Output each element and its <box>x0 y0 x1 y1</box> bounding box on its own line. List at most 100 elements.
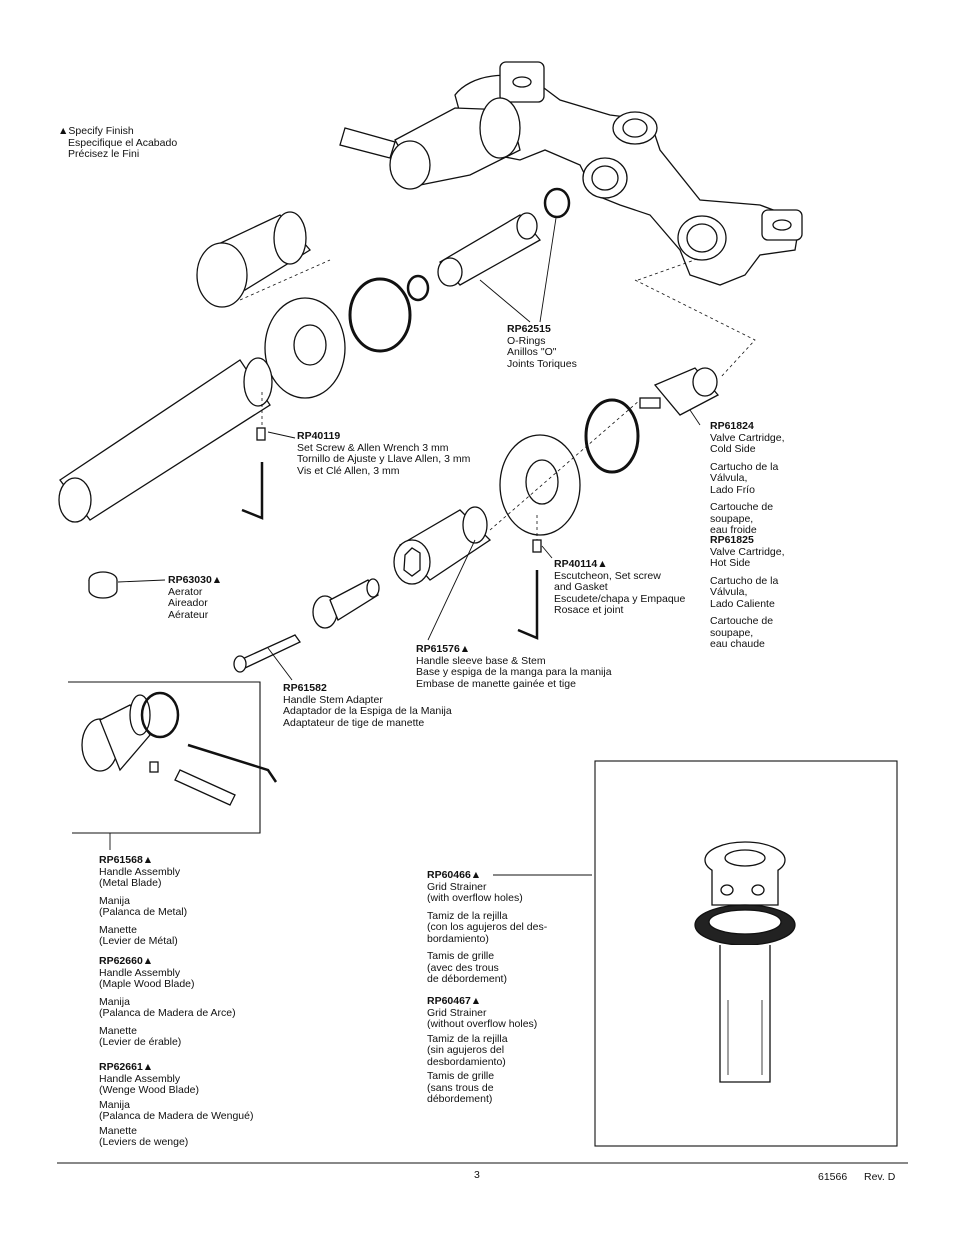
part-rp62660: RP62660▲ Handle Assembly (Maple Wood Bla… <box>99 955 236 1049</box>
part-rp40114: RP40114▲ Escutcheon, Set screw and Gaske… <box>554 558 686 617</box>
part-desc: Válvula, <box>710 586 748 598</box>
part-desc: Handle Assembly <box>99 966 181 979</box>
part-desc: Cartouche de <box>710 501 774 513</box>
part-desc: Anillos "O" <box>507 346 557 358</box>
legend-line: ▲Specify Finish <box>58 125 134 137</box>
leader-lines <box>109 217 701 876</box>
rough-in-valve-body <box>454 61 803 286</box>
part-desc: (sin agujeros del <box>427 1044 505 1056</box>
part-code: RP62515 <box>507 323 551 335</box>
part-desc: (with overflow holes) <box>427 892 523 904</box>
alignment-lines <box>239 257 756 540</box>
part-desc: Manette <box>99 1124 137 1137</box>
part-code: RP61568▲ <box>99 854 154 866</box>
part-rp60467: RP60467▲ Grid Strainer (without overflow… <box>427 995 538 1106</box>
part-desc: Manija <box>99 894 130 907</box>
part-desc: Handle Assembly <box>99 1072 181 1085</box>
part-desc: Adaptador de la Espiga de la Manija <box>283 705 452 717</box>
part-desc: Valve Cartridge, <box>710 545 785 558</box>
drain-strainer-illustration <box>694 841 796 1083</box>
part-desc: Handle Stem Adapter <box>283 693 383 706</box>
part-desc: (Leviers de wenge) <box>99 1136 189 1148</box>
handle-stem-adapter <box>233 634 301 673</box>
finish-legend: ▲Specify Finish Especifique el Acabado P… <box>58 125 178 161</box>
part-desc: Tornillo de Ajuste y Llave Allen, 3 mm <box>297 453 471 465</box>
part-code: RP62661▲ <box>99 1061 154 1073</box>
part-desc: Valve Cartridge, <box>710 431 785 444</box>
part-code: RP61582 <box>283 682 327 694</box>
part-desc: Cartucho de la <box>710 460 779 473</box>
o-ring-small <box>406 274 430 302</box>
handle-sleeve <box>393 506 492 585</box>
part-code: RP62660▲ <box>99 955 154 967</box>
part-desc: (without overflow holes) <box>427 1018 538 1030</box>
escutcheon-gasket <box>584 398 640 474</box>
handle-stem <box>312 578 380 629</box>
set-screw-upper <box>256 427 266 441</box>
part-desc: Manette <box>99 1024 137 1037</box>
part-desc: Grid Strainer <box>427 1006 487 1019</box>
part-desc: (Levier de Métal) <box>99 935 178 947</box>
part-code: RP61824 <box>710 420 754 432</box>
part-desc: Base y espiga de la manga para la manija <box>416 666 612 678</box>
handle-assembly-illustration <box>81 691 278 806</box>
part-desc: Handle sleeve base & Stem <box>416 654 546 667</box>
legend-line: Précisez le Fini <box>68 148 140 160</box>
part-desc: Aerator <box>168 585 203 598</box>
part-desc: (Maple Wood Blade) <box>99 978 195 990</box>
handle-assembly-box <box>68 681 261 834</box>
part-rp60466: RP60466▲ Grid Strainer (with overflow ho… <box>427 869 548 986</box>
part-desc: Aérateur <box>168 608 209 621</box>
part-desc: eau chaude <box>710 638 765 650</box>
part-rp61568: RP61568▲ Handle Assembly (Metal Blade) M… <box>99 854 187 948</box>
escutcheon-upper <box>264 297 346 399</box>
part-desc: (con los agujeros del des- <box>427 921 548 933</box>
part-desc: Cartucho de la <box>710 574 779 587</box>
part-desc: Válvula, <box>710 472 748 484</box>
part-desc: Cold Side <box>710 443 756 455</box>
part-code: RP60467▲ <box>427 995 482 1007</box>
document-number: 61566 <box>818 1171 848 1183</box>
drain-strainer-box <box>594 760 898 1147</box>
part-desc: Lado Caliente <box>710 597 775 610</box>
part-desc: Hot Side <box>710 557 751 569</box>
page-number: 3 <box>474 1169 480 1181</box>
part-desc: desbordamiento) <box>427 1055 506 1068</box>
part-desc: Tamis de grille <box>427 950 495 962</box>
o-ring-large <box>348 277 412 353</box>
part-desc: bordamiento) <box>427 932 489 945</box>
part-desc: Rosace et joint <box>554 604 624 616</box>
part-desc: débordement) <box>427 1093 493 1105</box>
part-rp63030: RP63030▲ Aerator Aireador Aérateur <box>168 574 223 621</box>
allen-wrench-lower <box>517 570 539 640</box>
part-code: RP40114▲ <box>554 558 608 570</box>
handle-cap <box>196 211 311 308</box>
part-desc: (Palanca de Madera de Arce) <box>99 1007 236 1019</box>
legend-line: Especifique el Acabado <box>68 136 178 149</box>
part-desc: Tamiz de la rejilla <box>427 909 508 922</box>
part-desc: Escutcheon, Set screw <box>554 569 661 582</box>
part-desc: Grid Strainer <box>427 880 487 893</box>
part-desc: Aireador <box>168 597 208 609</box>
part-rp62661: RP62661▲ Handle Assembly (Wenge Wood Bla… <box>99 1061 254 1149</box>
part-code: RP61576▲ <box>416 643 471 655</box>
part-desc: (Levier de érable) <box>99 1036 182 1048</box>
part-code: RP60466▲ <box>427 869 482 881</box>
part-desc: (Metal Blade) <box>99 877 162 889</box>
part-desc: O-Rings <box>507 334 546 347</box>
escutcheon-lower <box>499 434 581 536</box>
aerator <box>88 571 118 599</box>
allen-wrench-upper <box>241 462 264 520</box>
part-desc: Adaptateur de tige de manette <box>283 716 425 729</box>
part-desc: Joints Toriques <box>507 357 577 370</box>
part-rp40119: RP40119 Set Screw & Allen Wrench 3 mm To… <box>297 430 471 477</box>
part-desc: Manette <box>99 923 137 936</box>
part-code: RP63030▲ <box>168 574 223 586</box>
part-desc: Escudete/chapa y Empaque <box>554 592 686 605</box>
part-desc: and Gasket <box>554 581 608 593</box>
revision: Rev. D <box>864 1171 896 1183</box>
valve-adapter <box>437 212 541 287</box>
part-desc: soupape, <box>710 626 754 639</box>
part-desc: Set Screw & Allen Wrench 3 mm <box>297 441 449 454</box>
